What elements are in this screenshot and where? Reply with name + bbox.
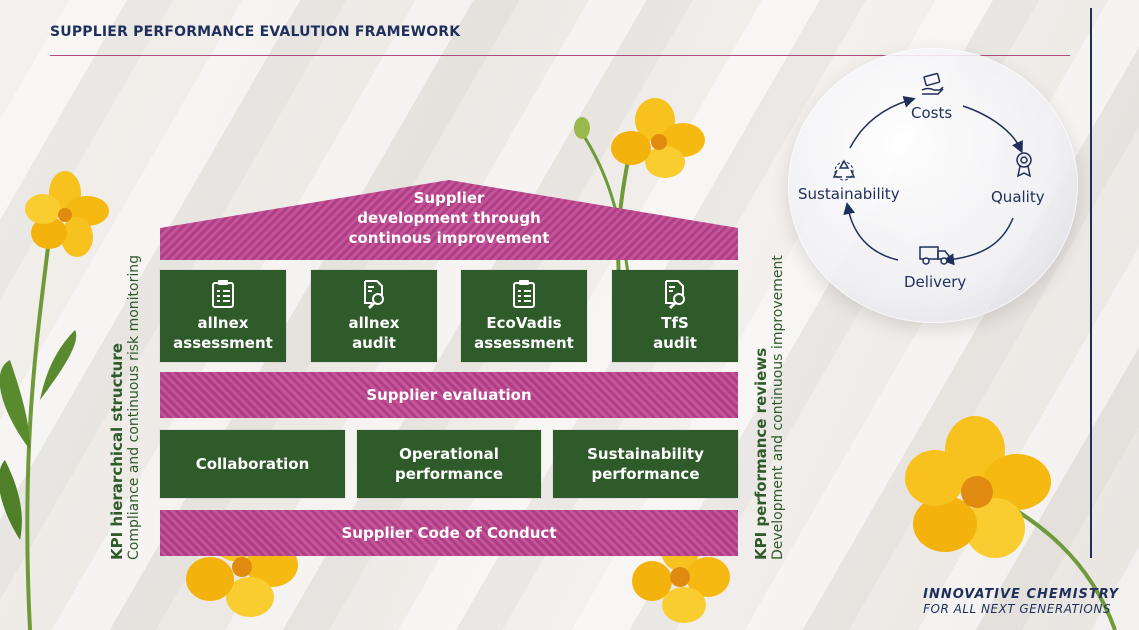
right-axis-label: KPI performance reviews Development and …	[752, 255, 786, 560]
roof-label: Supplier development through continous i…	[160, 188, 738, 248]
recycle-icon	[832, 159, 856, 181]
pillar-line-2: audit	[352, 334, 396, 352]
document-magnifier-icon	[665, 280, 685, 309]
performance-line-1: Collaboration	[195, 455, 310, 473]
pillar-ecovadis-assessment: EcoVadis assessment	[461, 270, 587, 362]
right-axis-subtitle: Development and continuous improvement	[770, 255, 786, 560]
pillar-line-1: EcoVadis	[486, 314, 562, 332]
tagline-line-1: INNOVATIVE CHEMISTRY	[923, 587, 1119, 602]
code-of-conduct-band: Supplier Code of Conduct	[160, 510, 738, 556]
cycle-label-costs: Costs	[911, 104, 953, 122]
right-axis-title: KPI performance reviews	[752, 347, 770, 560]
pillar-allnex-assessment: allnex assessment	[160, 270, 286, 362]
pillar-line-2: assessment	[173, 334, 273, 352]
pillar-line-1: TfS	[661, 314, 689, 332]
clipboard-checklist-icon	[513, 280, 535, 308]
money-hand-icon	[921, 72, 944, 95]
brand-tagline: INNOVATIVE CHEMISTRY FOR ALL NEXT GENERA…	[923, 587, 1119, 616]
truck-icon	[919, 246, 950, 265]
pillar-line-2: assessment	[474, 334, 574, 352]
page-title: SUPPLIER PERFORMANCE EVALUTION FRAMEWORK	[50, 24, 461, 40]
box-collaboration: Collaboration	[160, 430, 345, 498]
house-roof	[160, 180, 738, 260]
left-axis-subtitle: Compliance and continuous risk monitorin…	[126, 254, 142, 560]
cycle-arrows	[843, 95, 1023, 266]
roof-line-2: development through	[357, 209, 541, 227]
supplier-evaluation-band: Supplier evaluation	[160, 372, 738, 418]
title-divider	[50, 55, 1070, 56]
pillar-allnex-audit: allnex audit	[311, 270, 437, 362]
roof-line-3: continous improvement	[348, 229, 550, 247]
box-sustainability-performance: Sustainability performance	[553, 430, 738, 498]
left-axis-label: KPI hierarchical structure Compliance an…	[108, 255, 142, 560]
pillar-line-2: audit	[653, 334, 697, 352]
roof-line-1: Supplier	[413, 189, 485, 207]
performance-line-1: Operational	[399, 445, 499, 463]
clipboard-checklist-icon	[212, 280, 234, 308]
right-vertical-rule	[1090, 8, 1092, 558]
pillar-line-1: allnex	[348, 314, 400, 332]
pillar-line-1: allnex	[197, 314, 249, 332]
quality-rosette-icon	[1016, 152, 1032, 178]
box-operational-performance: Operational performance	[357, 430, 541, 498]
performance-line-2: performance	[394, 465, 504, 483]
cycle-label-sustainability: Sustainability	[798, 185, 900, 203]
left-axis-title: KPI hierarchical structure	[108, 343, 126, 560]
cycle-label-quality: Quality	[991, 188, 1045, 206]
tagline-line-2: FOR ALL NEXT GENERATIONS	[923, 602, 1111, 616]
performance-line-1: Sustainability	[587, 445, 704, 463]
document-magnifier-icon	[364, 280, 384, 309]
cycle-label-delivery: Delivery	[904, 273, 967, 291]
pillar-tfs-audit: TfS audit	[612, 270, 738, 362]
performance-line-2: performance	[591, 465, 700, 483]
